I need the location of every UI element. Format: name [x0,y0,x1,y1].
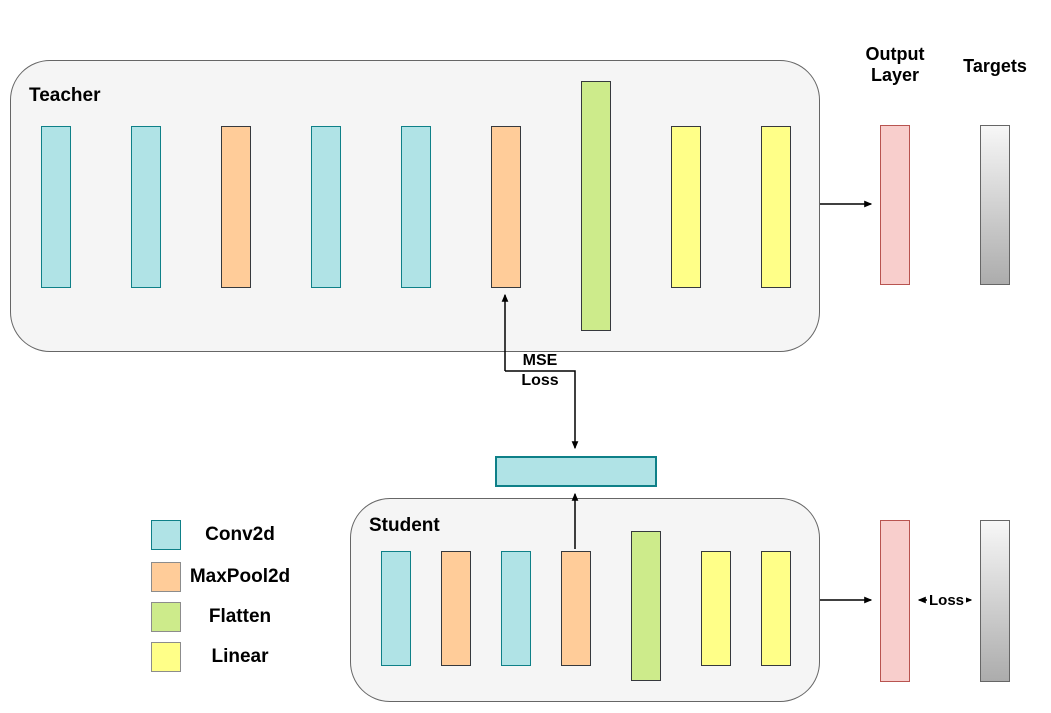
mse-loss-label-line1: MSE [522,352,558,369]
student-targets-bar [980,520,1010,682]
teacher-label: Teacher [29,85,101,106]
teacher-layer-bar-maxpool2d [221,126,251,288]
student-layer-bar-flatten [631,531,661,681]
legend-swatch-linear [151,642,181,672]
student-label: Student [369,515,440,536]
legend-item-flatten: Flatten [151,602,299,632]
output-layer-label: Output Layer [845,44,945,86]
teacher-layer-bar-conv2d [401,126,431,288]
teacher-layer-bar-conv2d [311,126,341,288]
output-layer-label-line1: Output [865,44,925,64]
legend-swatch-maxpool2d [151,562,181,592]
student-layer-bar-linear [761,551,791,666]
mse-loss-label-line2: Loss [521,372,559,389]
teacher-layer-bar-linear [761,126,791,288]
teacher-layer-bar-maxpool2d [491,126,521,288]
teacher-box: Teacher [10,60,820,352]
student-layer-bar-conv2d [381,551,411,666]
legend-item-maxpool2d: MaxPool2d [151,562,299,592]
loss-label: Loss [927,592,967,609]
student-layer-bar-maxpool2d [561,551,591,666]
teacher-output-bar [880,125,910,285]
legend-label-maxpool2d: MaxPool2d [189,566,291,587]
legend-item-conv2d: Conv2d [151,520,299,550]
teacher-layer-bar-conv2d [131,126,161,288]
legend-label-conv2d: Conv2d [205,524,275,545]
legend-swatch-flatten [151,602,181,632]
teacher-layer-bar-flatten [581,81,611,331]
output-layer-label-line2: Layer [870,65,920,85]
student-output-bar [880,520,910,682]
teacher-layer-bar-conv2d [41,126,71,288]
legend-item-linear: Linear [151,642,299,672]
hint-feature-bar [495,456,657,487]
student-layer-bar-maxpool2d [441,551,471,666]
student-layer-bar-conv2d [501,551,531,666]
teacher-layer-bar-linear [671,126,701,288]
legend-label-flatten: Flatten [208,606,272,627]
teacher-targets-bar [980,125,1010,285]
legend-swatch-conv2d [151,520,181,550]
targets-label: Targets [963,56,1027,76]
legend-label-linear: Linear [211,646,269,667]
student-box: Student [350,498,820,702]
student-layer-bar-linear [701,551,731,666]
